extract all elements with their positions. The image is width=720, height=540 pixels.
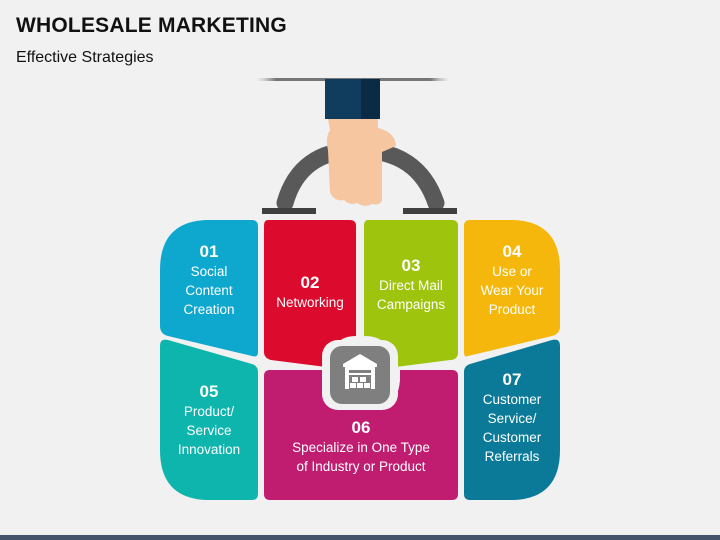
strategy-label: Use or — [492, 263, 532, 279]
strategy-label: of Industry or Product — [296, 459, 426, 474]
strategy-04: 04 Use or Wear Your Product — [464, 234, 560, 326]
strategy-label: Referrals — [484, 449, 540, 464]
strategy-label: Direct Mail — [379, 278, 443, 293]
strategy-label: Service/ — [487, 411, 537, 426]
strategy-label: Creation — [183, 301, 235, 317]
strategy-number: 06 — [351, 418, 371, 437]
strategy-number: 03 — [401, 256, 421, 275]
strategy-label: Specialize in One Type — [292, 440, 430, 455]
strategy-label: Campaigns — [376, 297, 446, 312]
strategy-02: 02 Networking — [264, 262, 356, 322]
footer-bar — [0, 535, 720, 540]
tile-06-shape — [264, 370, 458, 500]
hand-holding-handle-icon — [325, 79, 396, 206]
strategy-label: Networking — [276, 294, 344, 310]
strategy-label: Social — [190, 263, 228, 279]
tile-04-shape — [464, 220, 560, 357]
strategy-number: 04 — [502, 241, 522, 261]
tile-07-shape — [464, 339, 560, 500]
strategy-label: Innovation — [177, 441, 241, 457]
strategy-05: 05 Product/ Service Innovation — [160, 374, 258, 466]
tile-03-shape — [364, 220, 458, 368]
page-title: WHOLESALE MARKETING — [16, 14, 287, 37]
strategy-number: 01 — [199, 241, 219, 261]
tile-02-shape — [264, 220, 356, 368]
strategy-number: 07 — [502, 370, 522, 389]
strategy-label: Customer — [482, 392, 542, 407]
strategy-number: 05 — [199, 381, 219, 401]
tile-01-shape — [160, 220, 258, 357]
strategy-label: Product/ — [183, 403, 235, 419]
strategy-07: 07 Customer Service/ Customer Referrals — [464, 362, 560, 474]
strategy-label: Service — [186, 422, 232, 438]
strategy-label: Wear Your — [480, 282, 544, 298]
strategy-06: 06 Specialize in One Type of Industry or… — [264, 412, 458, 482]
strategy-03: 03 Direct Mail Campaigns — [364, 250, 458, 320]
strategy-number: 02 — [300, 272, 320, 292]
warehouse-badge — [322, 340, 398, 410]
strategy-01: 01 Social Content Creation — [160, 232, 258, 328]
warehouse-icon — [343, 354, 377, 389]
strategy-label: Content — [185, 282, 233, 298]
page-subtitle: Effective Strategies — [16, 49, 154, 66]
strategy-label: Product — [488, 301, 536, 317]
tile-05-shape — [160, 339, 258, 500]
strategy-label: Customer — [482, 430, 542, 445]
